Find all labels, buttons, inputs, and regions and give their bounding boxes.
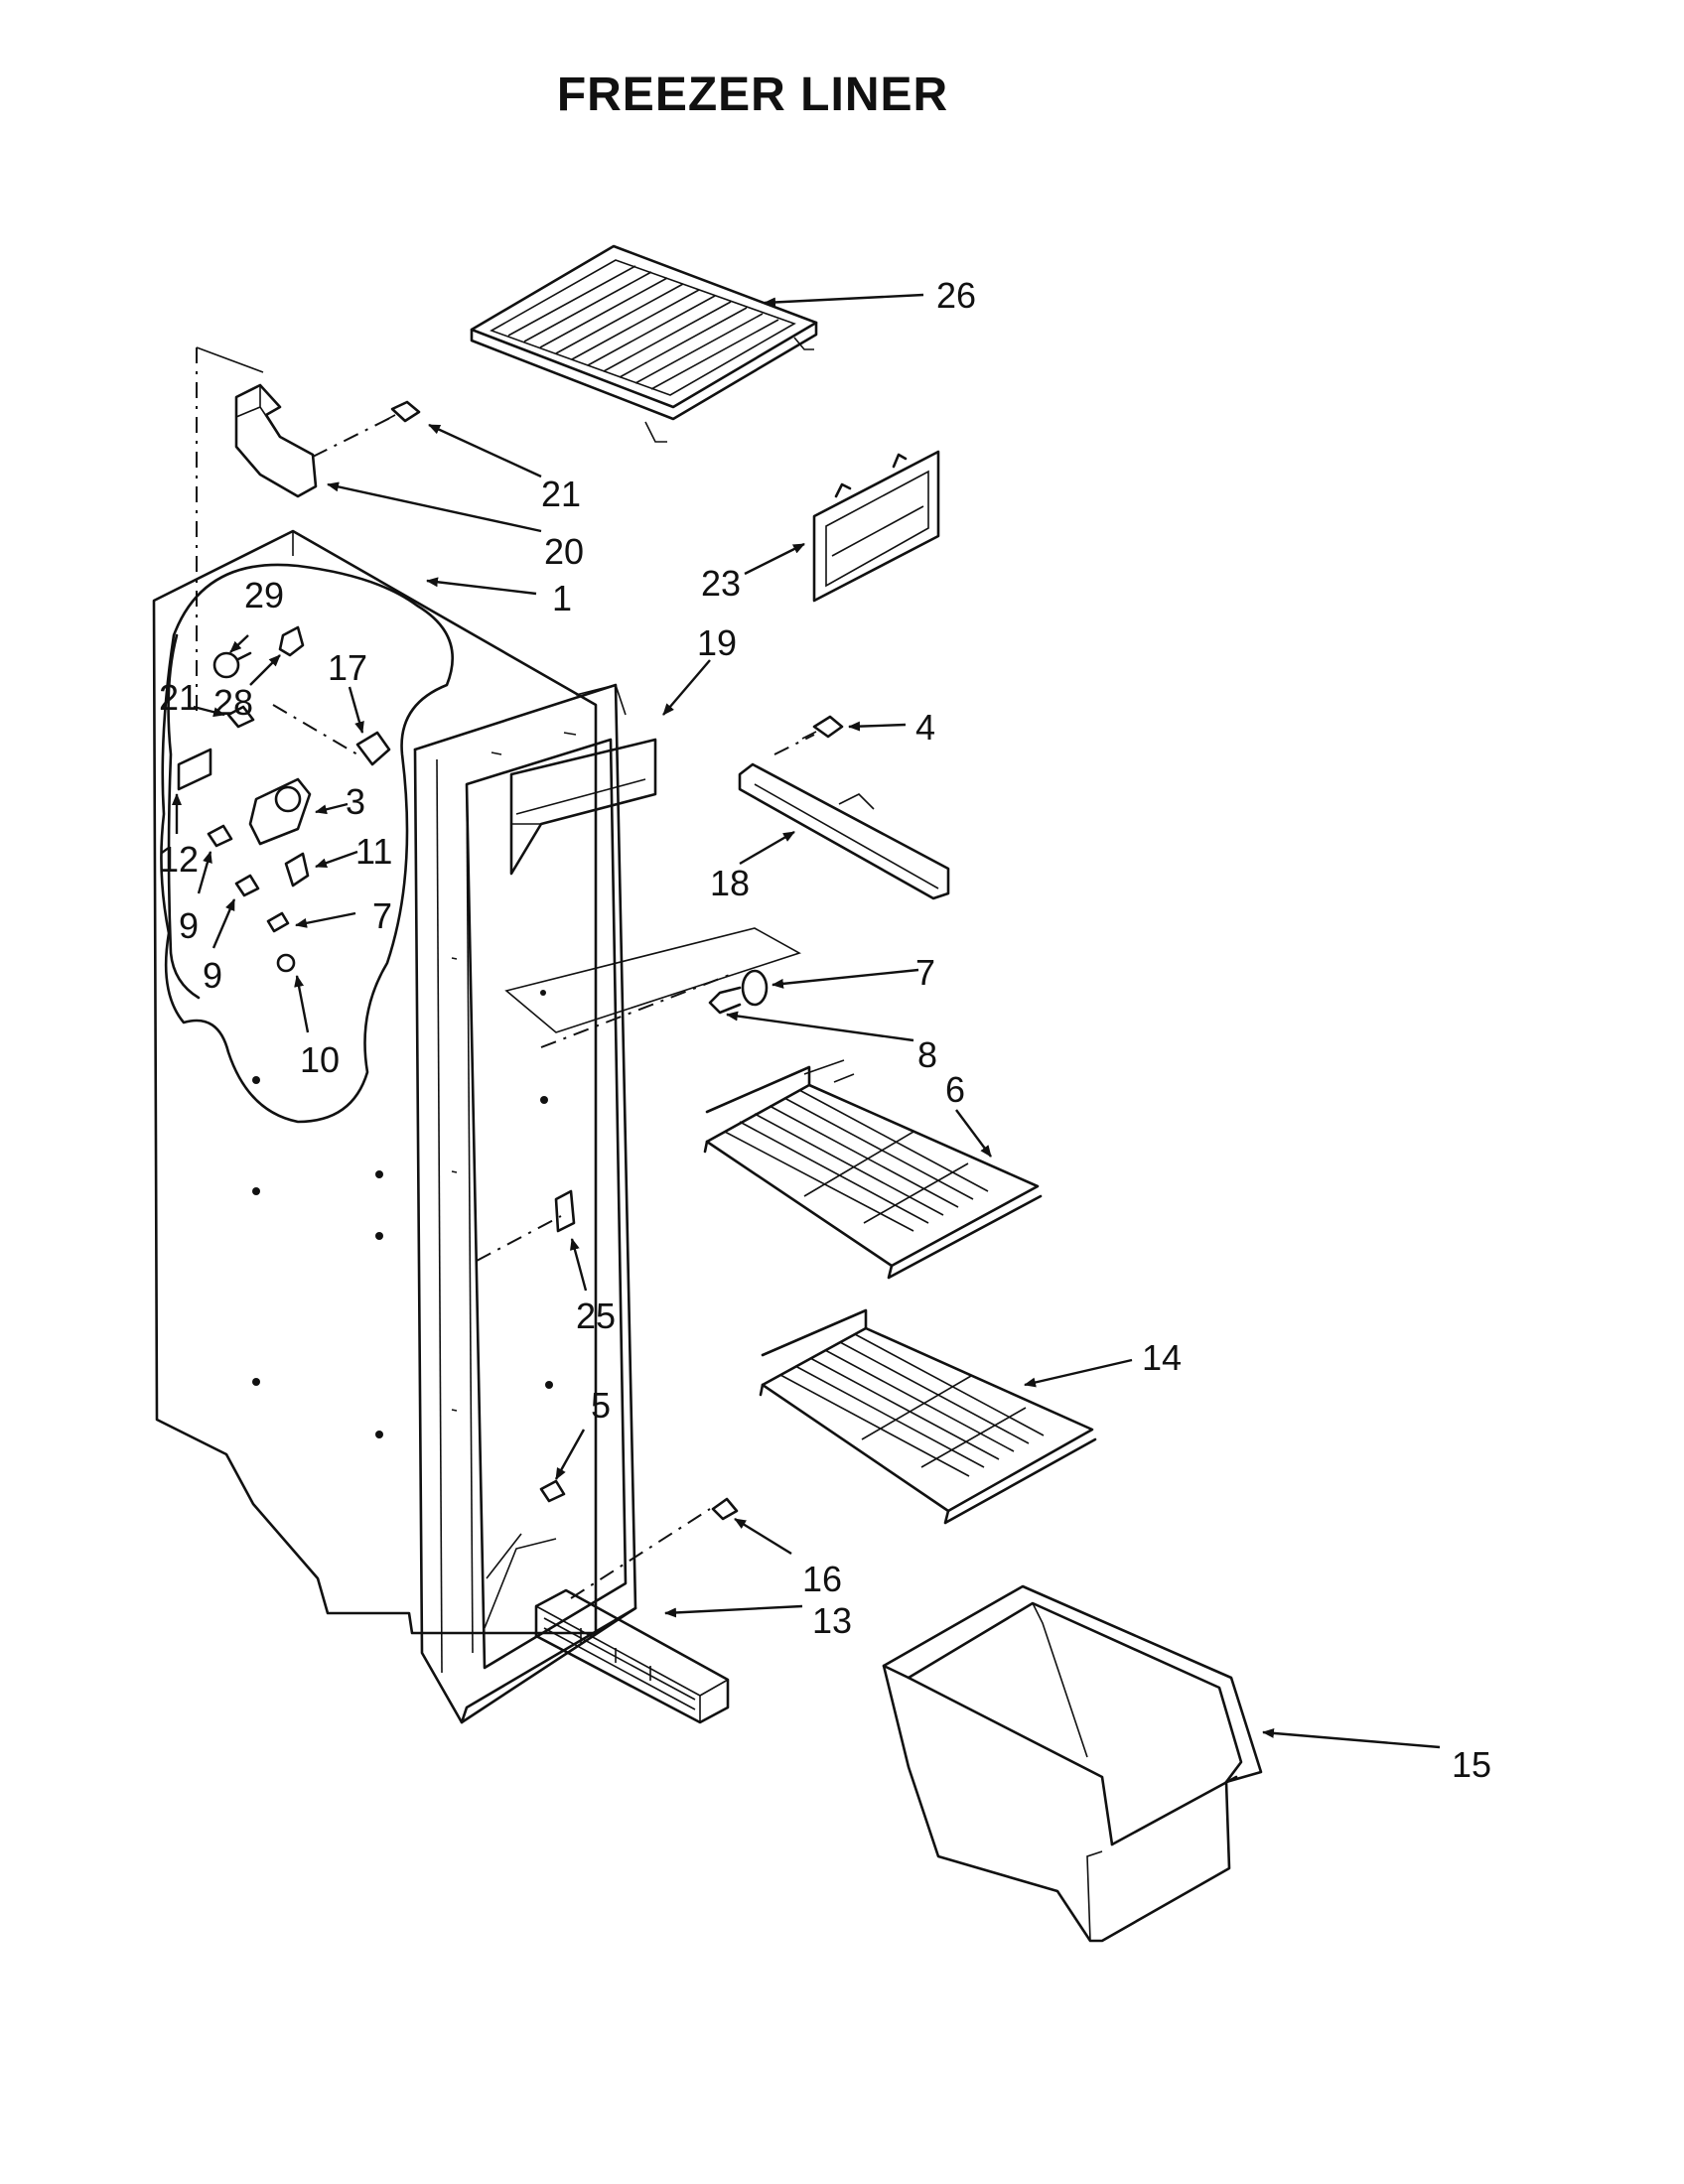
- callout-5: 5: [591, 1385, 611, 1426]
- switch-25: [554, 1189, 576, 1233]
- assembly-line-16: [570, 1508, 711, 1599]
- callout-29: 29: [244, 575, 284, 615]
- callout-7a: 7: [372, 895, 392, 936]
- callout-12: 12: [159, 839, 199, 880]
- bulb-29: [212, 651, 252, 679]
- callout-9a: 9: [179, 905, 199, 946]
- plug-10: [276, 953, 296, 973]
- socket-28: [278, 625, 305, 657]
- assembly-line-17: [272, 704, 358, 755]
- callout-20: 20: [544, 531, 584, 572]
- callout-16: 16: [802, 1559, 842, 1599]
- front-grille-13: [534, 1588, 730, 1724]
- control-3: [248, 777, 312, 846]
- bracket-guide-line: [196, 346, 264, 373]
- callout-13: 13: [812, 1600, 852, 1641]
- top-shelf-grille: [470, 244, 818, 443]
- callout-8: 8: [917, 1034, 937, 1075]
- callout-18: 18: [710, 863, 750, 903]
- callout-3: 3: [346, 781, 365, 822]
- clip-7: [266, 911, 290, 933]
- callout-17: 17: [328, 647, 367, 688]
- callout-10: 10: [300, 1039, 340, 1080]
- top-screw-21: [381, 400, 421, 423]
- callout-26: 26: [936, 275, 976, 316]
- screw-16: [711, 1497, 739, 1521]
- assembly-line-25: [476, 1215, 562, 1262]
- assembly-line-4: [773, 734, 815, 755]
- vent-panel: [812, 450, 940, 603]
- control-17: [355, 731, 391, 766]
- callout-19: 19: [697, 622, 737, 663]
- callout-9b: 9: [203, 955, 222, 996]
- callout-14: 14: [1142, 1337, 1182, 1378]
- screw-5: [539, 1479, 566, 1503]
- callout-7b: 7: [915, 952, 935, 993]
- diagram-title: FREEZER LINER: [556, 68, 949, 121]
- callout-4: 4: [915, 707, 935, 748]
- callout-21: 21: [541, 474, 581, 514]
- freezer-bin-15: [882, 1584, 1263, 1943]
- part-11: [284, 852, 310, 887]
- screw-21-inner: [226, 705, 255, 729]
- callout-23: 23: [701, 563, 741, 604]
- top-bracket: [234, 383, 318, 498]
- light-shield: [509, 738, 657, 876]
- callout-1: 1: [552, 578, 572, 618]
- bracket-12: [177, 748, 212, 791]
- assembly-line-21: [312, 416, 393, 458]
- screw-4: [801, 715, 844, 740]
- leader-lines: [172, 293, 1441, 1749]
- callout-25: 25: [576, 1296, 616, 1336]
- callout-21-inner: 21: [159, 677, 199, 718]
- callout-11: 11: [355, 831, 392, 872]
- lamp-socket-plate: [504, 927, 801, 1033]
- callout-6: 6: [945, 1069, 965, 1110]
- shelf-rail: [738, 762, 950, 900]
- screw-9a: [207, 824, 233, 848]
- wire-shelf-6: [703, 1059, 1043, 1280]
- wire-shelf-14: [759, 1308, 1097, 1525]
- callout-labels: 26 21 20 1 29 23 19 17 21 28 3 4 12 11 1…: [159, 275, 1491, 1785]
- callout-28: 28: [213, 682, 253, 723]
- liner-body: [152, 529, 637, 1724]
- lamp-bulb-8: [708, 969, 769, 1015]
- screw-9b: [234, 874, 260, 897]
- callout-15: 15: [1452, 1744, 1491, 1785]
